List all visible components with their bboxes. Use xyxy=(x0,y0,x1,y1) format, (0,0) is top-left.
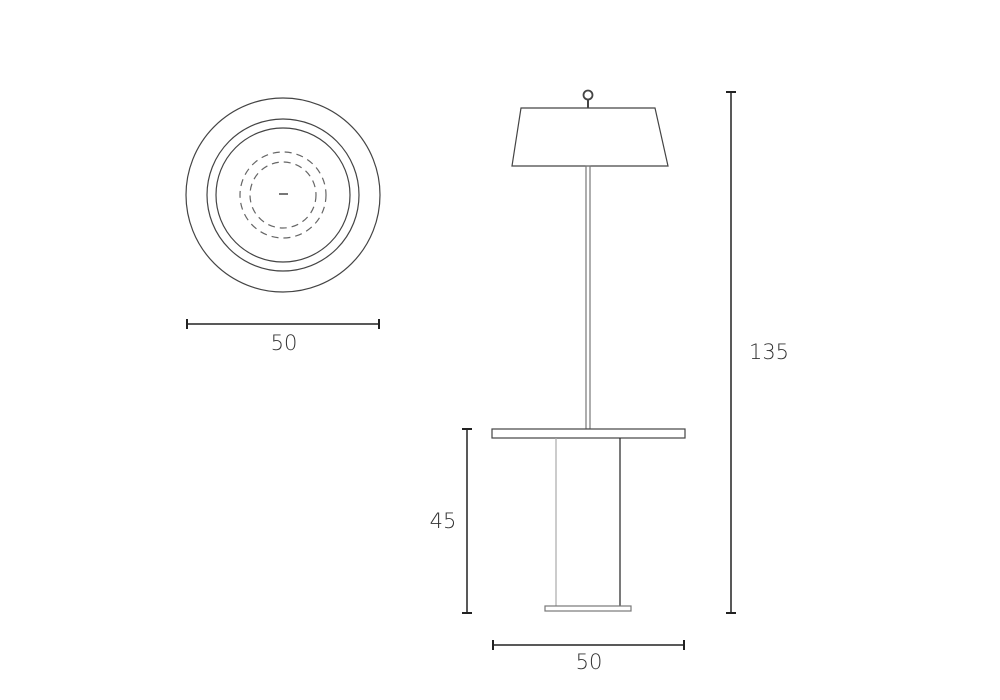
top-view xyxy=(185,97,381,293)
total-height-label: 135 xyxy=(748,340,790,364)
dimension-total-height xyxy=(726,91,736,614)
dimension-side-width xyxy=(492,640,685,650)
top-view-outer-circle xyxy=(185,97,381,293)
lamp-stem xyxy=(585,165,591,430)
table-tray xyxy=(491,428,686,439)
lamp-shade xyxy=(511,107,669,167)
top-view-hidden-circle-outer xyxy=(239,151,327,239)
top-view-tray-rim xyxy=(206,118,360,272)
dimension-top-width xyxy=(186,319,380,329)
side-view xyxy=(491,89,686,612)
top-view-shade-circle xyxy=(215,127,351,263)
top-view-width-label: 50 xyxy=(270,331,298,355)
side-view-width-label: 50 xyxy=(575,650,603,674)
top-view-hidden-circle-inner xyxy=(249,161,317,229)
table-height-label: 45 xyxy=(429,509,457,533)
base-plate xyxy=(544,605,632,612)
dimension-table-height xyxy=(462,428,472,614)
lamp-hanging-ring xyxy=(582,89,594,101)
